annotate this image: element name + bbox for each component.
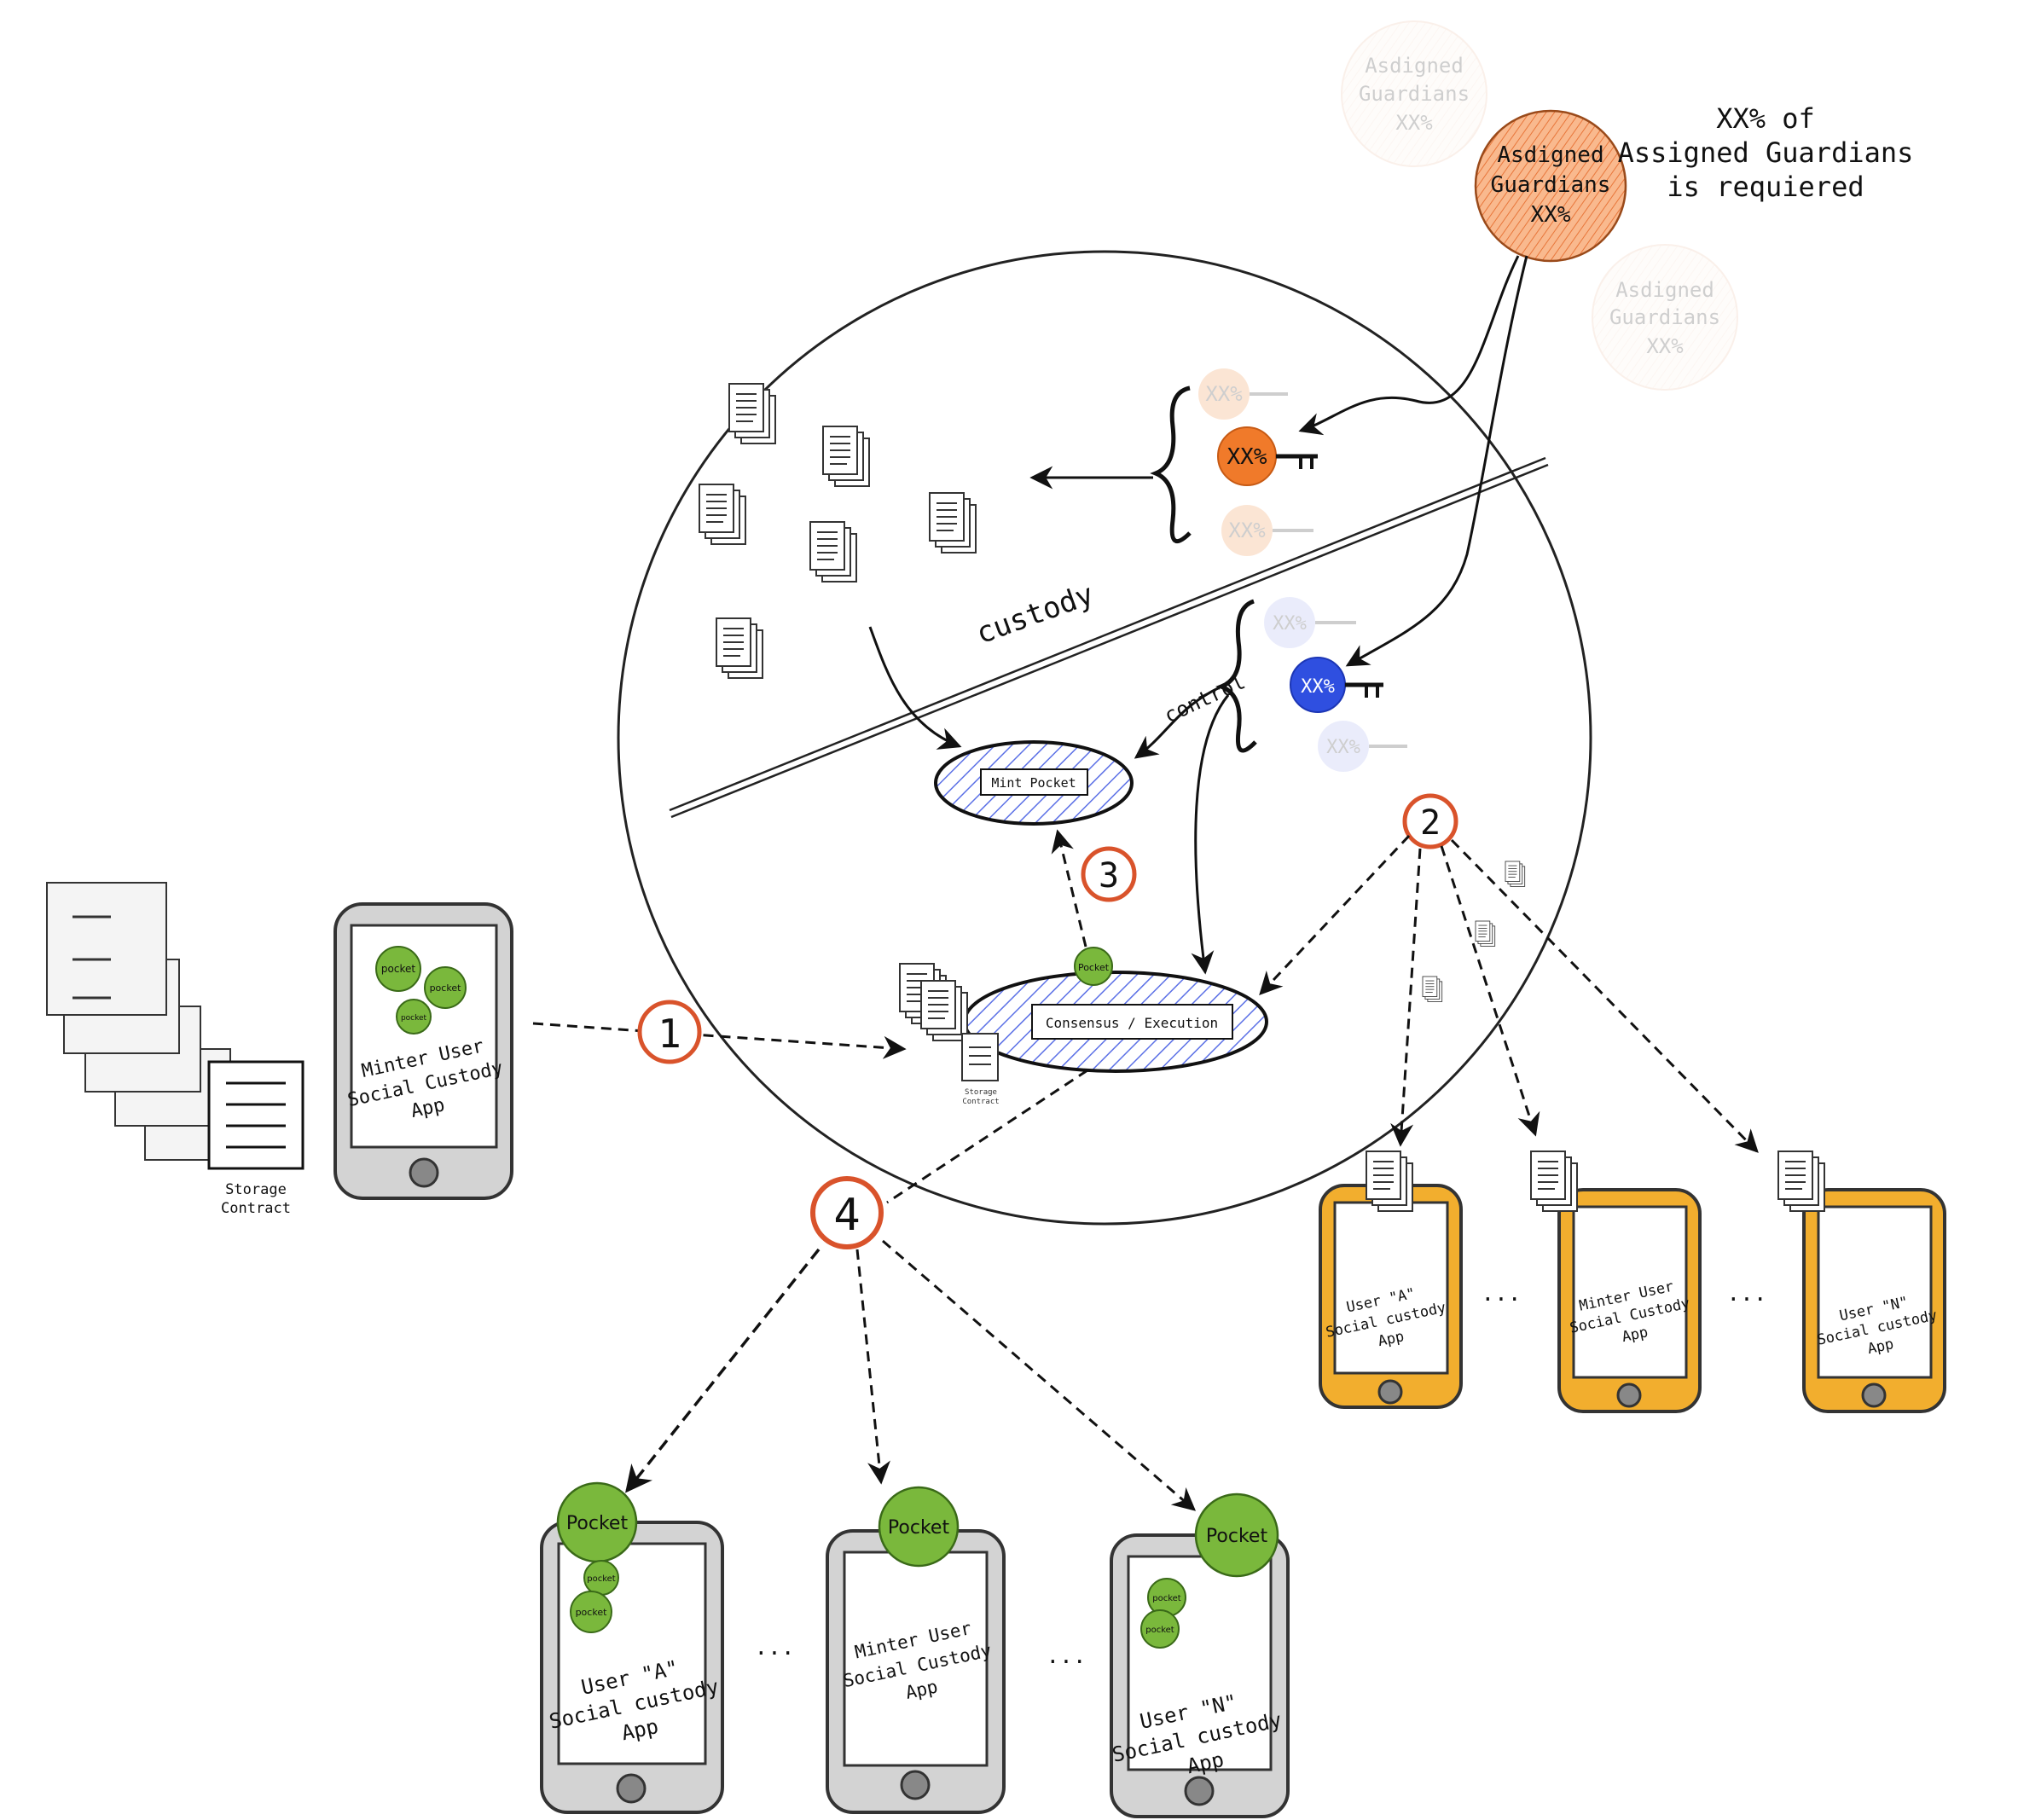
storage-stack-consensus: Storage Contract	[900, 964, 1000, 1106]
svg-text:Pocket: Pocket	[888, 1517, 950, 1539]
ellipsis-gray-2: ...	[1047, 1643, 1087, 1669]
svg-text:pocket: pocket	[1152, 1594, 1181, 1603]
step4-arrow-user-a	[625, 1248, 821, 1493]
step3-arrow	[1051, 829, 1087, 948]
svg-text:XX% of: XX% of	[1716, 102, 1815, 135]
brace-upper	[1150, 385, 1192, 544]
key-blue-faint-top: XX%	[1264, 597, 1356, 648]
document-stacks-upper	[699, 384, 976, 678]
step2-arrow-user-n	[1450, 838, 1759, 1153]
svg-text:pocket: pocket	[401, 1014, 427, 1023]
svg-text:pocket: pocket	[381, 963, 415, 975]
key-orange-faint-bottom: XX%	[1221, 505, 1313, 556]
control-arrow	[1134, 686, 1221, 759]
step2-arrow-consensus	[1259, 834, 1411, 995]
svg-text:Pocket: Pocket	[1206, 1526, 1268, 1547]
guardians-main: Asdigned Guardians XX%	[1474, 109, 1627, 263]
svg-text:XX%: XX%	[1227, 444, 1267, 470]
svg-text:Asdigned: Asdigned	[1497, 142, 1603, 168]
svg-text:is requiered: is requiered	[1667, 171, 1864, 203]
step4-arrow-minter	[855, 1249, 890, 1485]
step-2-badge: 2	[1402, 793, 1458, 849]
svg-text:Guardians: Guardians	[1491, 172, 1611, 198]
svg-text:Asdigned: Asdigned	[1365, 54, 1464, 78]
gray-phone-minter[interactable]: Pocket Minter User Social Custody App	[826, 1486, 1006, 1814]
guardians-ghost-top: Asdigned Guardians XX%	[1341, 20, 1487, 167]
svg-text:Guardians: Guardians	[1359, 82, 1470, 106]
svg-text:Guardians: Guardians	[1609, 305, 1720, 329]
svg-text:3: 3	[1099, 856, 1119, 896]
step-3-badge: 3	[1081, 846, 1137, 902]
key-blue-active: XX%	[1290, 657, 1383, 713]
svg-text:XX%: XX%	[1646, 334, 1684, 358]
step-4-badge: 4	[810, 1176, 884, 1249]
arrow-guardians-to-blue-key	[1345, 255, 1528, 667]
svg-text:XX%: XX%	[1326, 737, 1360, 758]
pocket-small-consensus: Pocket	[1074, 947, 1113, 986]
svg-text:pocket: pocket	[576, 1607, 608, 1618]
svg-text:pocket: pocket	[587, 1574, 616, 1584]
brace-lower	[1215, 599, 1257, 753]
gray-phone-user-a[interactable]: Pocket pocket pocket User "A" Social cus…	[540, 1481, 724, 1814]
orange-phone-minter[interactable]: Minter User Social Custody App	[1531, 1151, 1702, 1413]
svg-text:pocket: pocket	[430, 982, 462, 994]
svg-text:XX%: XX%	[1301, 676, 1335, 698]
orange-phone-user-a[interactable]: User "A" Social custody App	[1319, 1151, 1463, 1409]
svg-text:Asdigned: Asdigned	[1615, 278, 1714, 302]
ellipsis-orange-2: ...	[1727, 1281, 1767, 1307]
svg-text:pocket: pocket	[1145, 1626, 1174, 1635]
guardians-note: XX% of Assigned Guardians is requiered	[1618, 102, 1914, 203]
key-orange-faint-top: XX%	[1198, 368, 1288, 420]
ellipsis-orange-1: ...	[1482, 1281, 1522, 1307]
consensus-execution: Consensus / Execution	[963, 971, 1268, 1073]
svg-text:XX%: XX%	[1273, 613, 1307, 635]
svg-text:XX%: XX%	[1205, 382, 1243, 406]
step2-arrow-user-a	[1390, 848, 1422, 1147]
svg-text:2: 2	[1420, 803, 1441, 843]
svg-text:XX%: XX%	[1531, 202, 1571, 228]
svg-text:Assigned Guardians: Assigned Guardians	[1618, 136, 1914, 169]
step2-small-docs	[1423, 861, 1525, 1001]
guardians-ghost-right: Asdigned Guardians XX%	[1592, 244, 1738, 391]
svg-text:Contract: Contract	[962, 1098, 999, 1106]
step-1-badge: 1	[637, 1000, 702, 1064]
step1-arrow	[532, 1022, 907, 1059]
key-blue-faint-bottom: XX%	[1318, 721, 1407, 772]
orange-phone-user-n[interactable]: User "N" Social custody App	[1778, 1151, 1946, 1413]
svg-text:XX%: XX%	[1395, 111, 1433, 135]
svg-text:Storage: Storage	[225, 1181, 287, 1198]
network-circle	[617, 250, 1592, 1226]
step4-arrow-user-n	[882, 1239, 1197, 1511]
arrow-docs-to-mint	[868, 626, 962, 750]
svg-text:XX%: XX%	[1228, 519, 1266, 542]
ellipsis-gray-1: ...	[755, 1635, 795, 1661]
svg-text:Consensus / Execution: Consensus / Execution	[1046, 1015, 1218, 1031]
arrow-brace-to-consensus	[1191, 694, 1230, 975]
svg-text:Pocket: Pocket	[1078, 962, 1110, 973]
mint-pocket: Mint Pocket	[934, 740, 1134, 826]
step4-arrow-from-consensus	[886, 1069, 1088, 1204]
svg-text:Storage: Storage	[965, 1088, 997, 1097]
svg-text:1: 1	[658, 1011, 681, 1057]
arrow-guardians-to-orange-key	[1298, 255, 1520, 436]
minter-phone[interactable]: pocket pocket pocket Minter User Social …	[333, 902, 513, 1200]
svg-text:Mint Pocket: Mint Pocket	[991, 775, 1076, 791]
svg-text:Contract: Contract	[221, 1200, 291, 1217]
custody-label: custody	[971, 577, 1098, 652]
svg-text:Pocket: Pocket	[566, 1513, 629, 1534]
gray-phone-user-n[interactable]: Pocket pocket pocket User "N" Social cus…	[1110, 1493, 1290, 1818]
storage-contract-stack-left: Storage Contract	[46, 882, 304, 1217]
key-orange-active: XX%	[1217, 426, 1318, 486]
svg-text:4: 4	[833, 1190, 860, 1241]
